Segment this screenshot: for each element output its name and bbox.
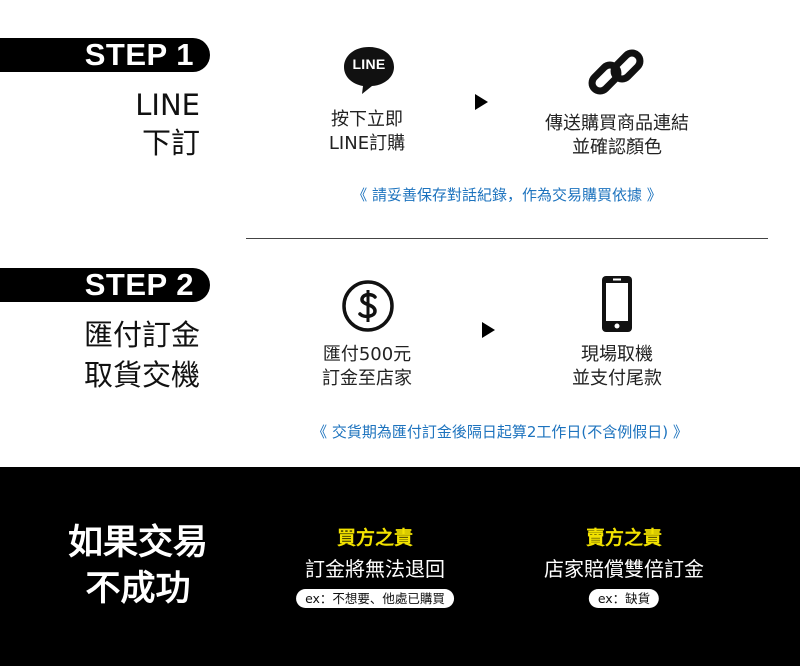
step2-action1-line1: 匯付500元	[322, 344, 412, 365]
failure-panel	[0, 467, 800, 666]
step2-title-line2: 取貨交機	[83, 358, 200, 392]
step2-badge: STEP 2	[0, 268, 210, 302]
buyer-example-pill: ex：不想要、他處已購買	[296, 589, 454, 608]
smartphone-icon	[600, 274, 634, 334]
step2-action2-line2: 並支付尾款	[572, 368, 662, 389]
line-logo-icon: LINE	[341, 45, 397, 97]
step1-title-line1: LINE	[135, 88, 200, 122]
step1-action1-line1: 按下立即	[331, 109, 403, 130]
step1-note: 《 請妥善保存對話紀錄，作為交易購買依據 》	[352, 186, 662, 204]
dollar-coin-icon	[341, 279, 395, 333]
step2-action2-line1: 現場取機	[581, 344, 653, 365]
step1-action2-line1: 傳送購買商品連結	[545, 113, 689, 134]
step1-action2-line2: 並確認顏色	[572, 137, 662, 158]
failure-title-line2: 不成功	[85, 569, 191, 609]
arrow-right-icon	[475, 94, 488, 110]
failure-title-line1: 如果交易	[67, 523, 208, 563]
link-chain-icon	[585, 44, 647, 102]
step2-note: 《 交貨期為匯付訂金後隔日起算2工作日(不含例假日) 》	[312, 423, 688, 441]
buyer-responsibility-text: 訂金將無法退回	[305, 557, 445, 581]
step2-action1-line2: 訂金至店家	[322, 368, 412, 389]
seller-responsibility-text: 店家賠償雙倍訂金	[544, 557, 704, 581]
arrow-right-icon	[482, 322, 495, 338]
section-divider	[246, 238, 768, 239]
line-logo-text: LINE	[352, 56, 386, 72]
step2-title-line1: 匯付訂金	[83, 318, 200, 352]
seller-responsibility-heading: 賣方之責	[585, 527, 663, 549]
step1-badge: STEP 1	[0, 38, 210, 72]
buyer-responsibility-heading: 買方之責	[336, 527, 414, 549]
failure-title: 如果交易 不成功	[38, 520, 238, 612]
step1-action1-line2: LINE訂購	[328, 133, 406, 154]
seller-example-pill: ex：缺貨	[588, 589, 660, 608]
step1-title-line2: 下訂	[141, 126, 200, 160]
